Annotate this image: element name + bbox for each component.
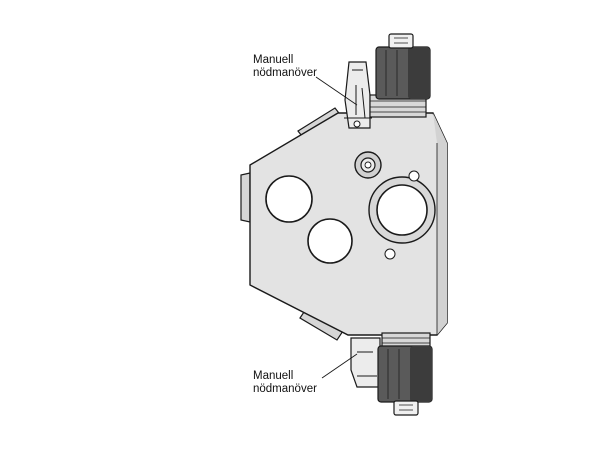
test-port-center [364,161,372,169]
callout-bottom: Manuell nödmanöver [253,370,317,396]
manual-override-bottom-detail [357,351,377,377]
leader-line-top [315,76,358,106]
port-upper-left [265,175,313,223]
solenoid-connector-top-ribs [385,50,398,96]
manual-override-top [344,61,371,129]
side-plug-upper-left [240,172,251,223]
solenoid-stem-bottom-threads [382,337,430,344]
port-lower-middle [307,218,353,264]
solenoid-connector-bottom-ribs [387,349,400,399]
manual-override-bottom [350,337,381,388]
solenoid-cap-top [388,33,414,49]
callout-bottom-line1: Manuell [253,370,294,382]
solenoid-cap-bottom [393,400,419,416]
leader-line-bottom [321,353,358,379]
callout-top-line1: Manuell [253,54,294,66]
callout-top: Manuell nödmanöver [253,54,317,80]
solenoid-connector-bottom-shade [410,346,432,402]
solenoid-cap-top-slot [394,37,408,44]
solenoid-cap-bottom-slot [399,404,413,411]
callout-top-line2: nödmanöver [253,67,317,79]
mounting-hole-lower [384,248,396,260]
manual-override-top-pin [353,120,361,128]
body-edge-shade [433,113,447,335]
callout-bottom-line2: nödmanöver [253,383,317,395]
mounting-hole-upper [408,170,420,182]
solenoid-connector-top-shade [408,47,430,99]
solenoid-stem-top-threads [370,100,426,113]
manual-override-top-detail [344,69,372,119]
port-large-right-bore [376,184,428,236]
